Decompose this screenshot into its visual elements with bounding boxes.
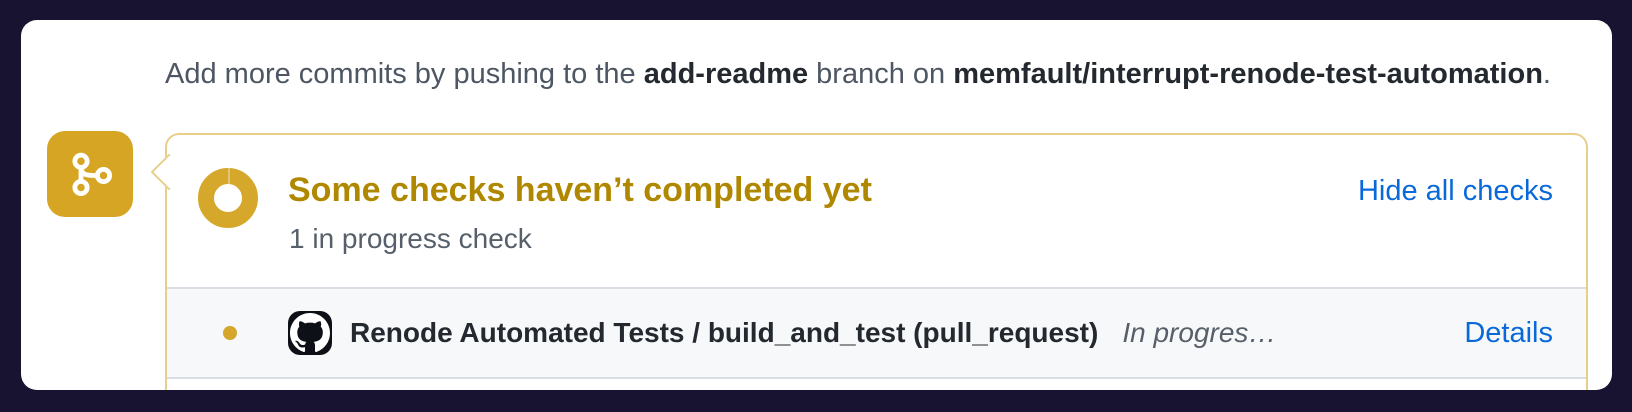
check-details-link[interactable]: Details: [1464, 316, 1553, 349]
pull-request-merge-card: Add more commits by pushing to the add-r…: [21, 20, 1612, 390]
in-progress-ring-icon: [198, 168, 258, 228]
check-name: Renode Automated Tests / build_and_test …: [350, 317, 1099, 348]
branch-name: add-readme: [643, 58, 809, 90]
push-instructions-text: Add more commits by pushing to the add-r…: [165, 56, 1551, 92]
check-row: Renode Automated Tests / build_and_test …: [167, 287, 1586, 379]
github-logo-icon: [290, 313, 330, 353]
repo-name: memfault/interrupt-renode-test-automatio…: [953, 58, 1543, 90]
git-branch-icon: [72, 152, 113, 197]
checks-panel-subtitle: 1 in progress check: [289, 223, 532, 254]
check-status-text: In progres…: [1122, 317, 1277, 348]
hide-all-checks-link[interactable]: Hide all checks: [1357, 175, 1553, 207]
timeline-status-badge: [47, 131, 133, 217]
banner-prefix: Add more commits by pushing to the: [165, 58, 644, 90]
check-avatar: [288, 311, 332, 355]
banner-suffix: .: [1542, 58, 1551, 90]
checks-panel: Some checks haven’t completed yet 1 in p…: [165, 133, 1588, 390]
checks-panel-title: Some checks haven’t completed yet: [288, 171, 872, 209]
status-dot-icon: [223, 326, 237, 340]
banner-middle: branch on: [808, 58, 954, 90]
